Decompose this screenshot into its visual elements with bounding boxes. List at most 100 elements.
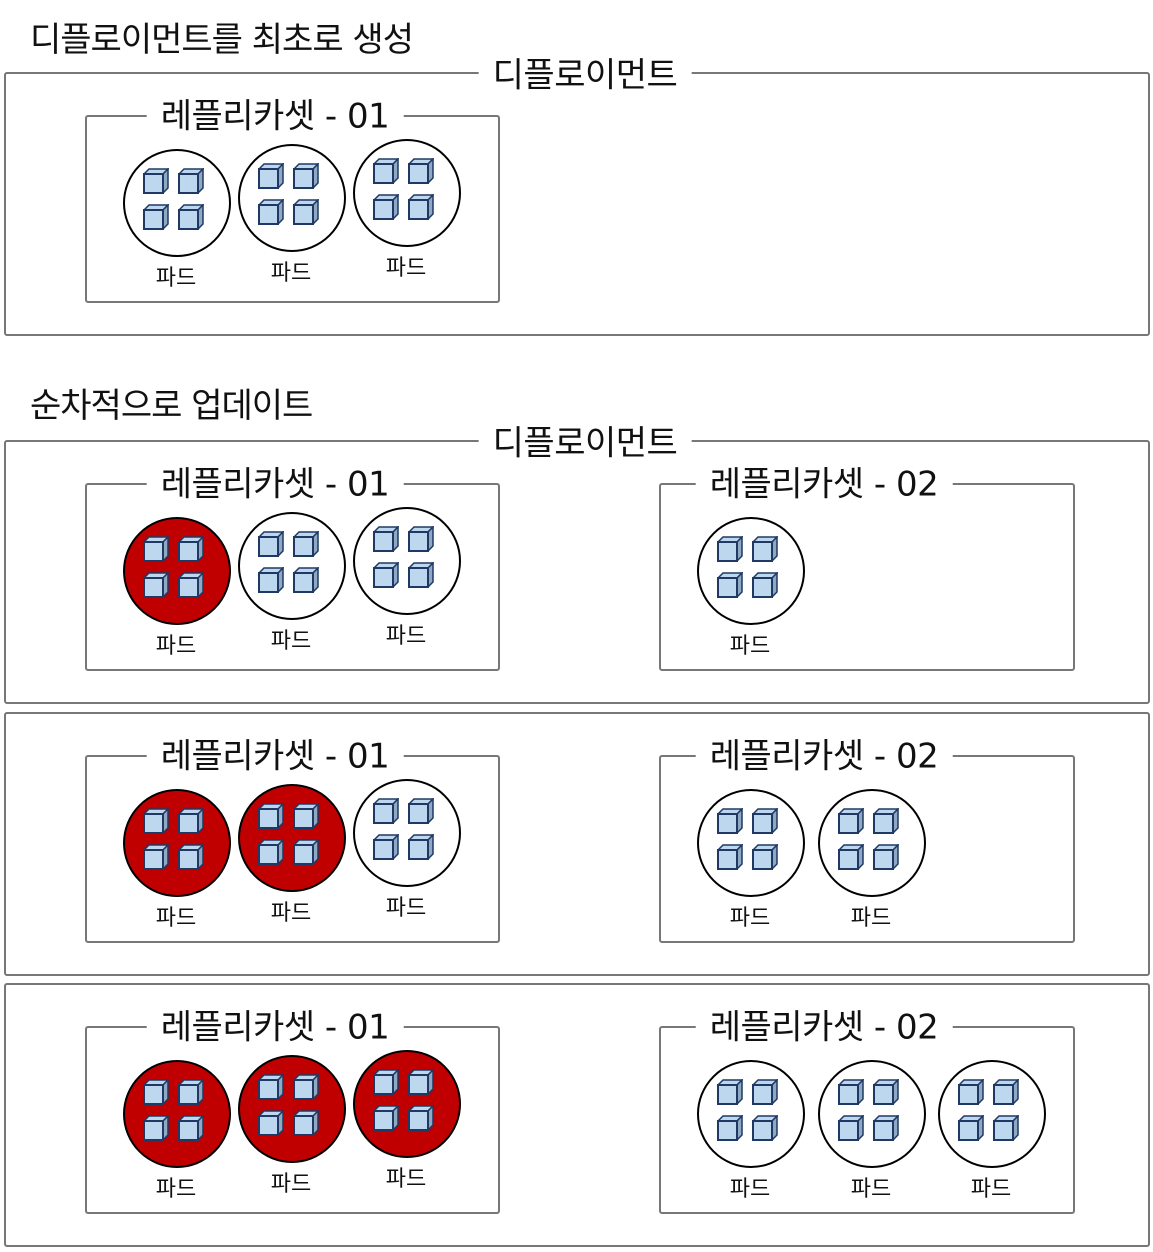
container-cube-icon <box>407 561 435 589</box>
section-title: 순차적으로 업데이트 <box>30 386 313 426</box>
replicaset-label: 레플리카셋 - 02 <box>695 999 953 1049</box>
container-cube-icon <box>142 167 170 195</box>
replicaset-label: 레플리카셋 - 02 <box>695 728 953 778</box>
pod <box>238 144 346 252</box>
pod <box>938 1060 1046 1168</box>
pod <box>697 517 805 625</box>
pod-label: 파드 <box>729 634 771 659</box>
container-cube-icon <box>142 203 170 231</box>
container-cube-icon <box>142 807 170 835</box>
updated-pod <box>353 1050 461 1158</box>
container-cube-icon <box>142 1078 170 1106</box>
container-cube-icon <box>992 1078 1020 1106</box>
pod-label: 파드 <box>385 896 427 921</box>
replicaset-label: 레플리카셋 - 01 <box>146 999 404 1049</box>
container-cube-icon <box>872 807 900 835</box>
updated-pod <box>238 1055 346 1163</box>
container-cube-icon <box>751 571 779 599</box>
container-cube-icon <box>257 530 285 558</box>
container-cube-icon <box>142 571 170 599</box>
pod-label: 파드 <box>850 906 892 931</box>
pod <box>697 1060 805 1168</box>
container-cube-icon <box>716 843 744 871</box>
container-cube-icon <box>177 203 205 231</box>
pod-label: 파드 <box>729 1177 771 1202</box>
pod-label: 파드 <box>270 1172 312 1197</box>
pod-label: 파드 <box>155 906 197 931</box>
container-cube-icon <box>292 1109 320 1137</box>
replicaset-label: 레플리카셋 - 02 <box>695 456 953 506</box>
pod-label: 파드 <box>270 261 312 286</box>
pod-label: 파드 <box>385 256 427 281</box>
container-cube-icon <box>177 843 205 871</box>
deployment-label: 디플로이먼트 <box>478 47 692 97</box>
section-title: 디플로이먼트를 최초로 생성 <box>30 20 414 60</box>
container-cube-icon <box>837 843 865 871</box>
replicaset-label: 레플리카셋 - 01 <box>146 456 404 506</box>
container-cube-icon <box>716 807 744 835</box>
container-cube-icon <box>292 566 320 594</box>
container-cube-icon <box>292 530 320 558</box>
updated-pod <box>123 789 231 897</box>
container-cube-icon <box>872 843 900 871</box>
container-cube-icon <box>142 1114 170 1142</box>
container-cube-icon <box>292 198 320 226</box>
container-cube-icon <box>837 807 865 835</box>
container-cube-icon <box>716 535 744 563</box>
container-cube-icon <box>751 1078 779 1106</box>
pod <box>353 139 461 247</box>
container-cube-icon <box>407 525 435 553</box>
deployment-box <box>4 712 1150 976</box>
container-cube-icon <box>177 571 205 599</box>
pod-label: 파드 <box>385 624 427 649</box>
container-cube-icon <box>837 1078 865 1106</box>
container-cube-icon <box>257 566 285 594</box>
pod <box>818 1060 926 1168</box>
container-cube-icon <box>142 843 170 871</box>
container-cube-icon <box>177 535 205 563</box>
container-cube-icon <box>257 802 285 830</box>
pod-label: 파드 <box>155 266 197 291</box>
pod-label: 파드 <box>155 1177 197 1202</box>
container-cube-icon <box>372 833 400 861</box>
deployment-label: 디플로이먼트 <box>478 415 692 465</box>
replicaset-label: 레플리카셋 - 01 <box>146 728 404 778</box>
container-cube-icon <box>292 1073 320 1101</box>
container-cube-icon <box>372 561 400 589</box>
pod-label: 파드 <box>155 634 197 659</box>
pod-label: 파드 <box>729 906 771 931</box>
container-cube-icon <box>716 1114 744 1142</box>
pod <box>697 789 805 897</box>
container-cube-icon <box>372 193 400 221</box>
container-cube-icon <box>372 797 400 825</box>
container-cube-icon <box>372 157 400 185</box>
container-cube-icon <box>292 838 320 866</box>
updated-pod <box>238 784 346 892</box>
container-cube-icon <box>751 1114 779 1142</box>
container-cube-icon <box>257 198 285 226</box>
replicaset-label: 레플리카셋 - 01 <box>146 88 404 138</box>
container-cube-icon <box>407 157 435 185</box>
container-cube-icon <box>372 525 400 553</box>
container-cube-icon <box>872 1078 900 1106</box>
container-cube-icon <box>372 1104 400 1132</box>
container-cube-icon <box>751 807 779 835</box>
container-cube-icon <box>957 1078 985 1106</box>
pod-label: 파드 <box>970 1177 1012 1202</box>
container-cube-icon <box>142 535 170 563</box>
deployment-box <box>4 983 1150 1247</box>
container-cube-icon <box>177 167 205 195</box>
pod <box>238 512 346 620</box>
container-cube-icon <box>177 807 205 835</box>
container-cube-icon <box>407 193 435 221</box>
container-cube-icon <box>257 838 285 866</box>
container-cube-icon <box>837 1114 865 1142</box>
container-cube-icon <box>407 797 435 825</box>
container-cube-icon <box>716 571 744 599</box>
pod-label: 파드 <box>850 1177 892 1202</box>
container-cube-icon <box>177 1114 205 1142</box>
container-cube-icon <box>751 843 779 871</box>
container-cube-icon <box>957 1114 985 1142</box>
container-cube-icon <box>407 1068 435 1096</box>
